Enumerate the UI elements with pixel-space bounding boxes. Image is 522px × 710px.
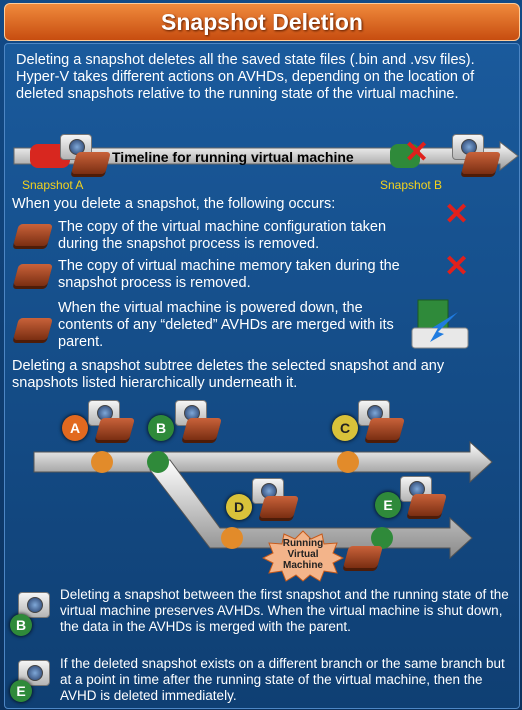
camera-icon bbox=[358, 400, 390, 426]
note-e-badge: E bbox=[10, 680, 32, 702]
snapshot-a-label: Snapshot A bbox=[22, 178, 84, 192]
snapshot-b-marker bbox=[390, 144, 420, 168]
tree-node-e-marker bbox=[371, 527, 393, 549]
page-title: Snapshot Deletion bbox=[161, 8, 363, 35]
title-banner: Snapshot Deletion bbox=[4, 3, 520, 41]
tree-node-a: A bbox=[62, 415, 88, 441]
subtree-text: Deleting a snapshot subtree deletes the … bbox=[12, 358, 445, 391]
disk-icon bbox=[343, 546, 383, 568]
disk-icon bbox=[71, 152, 111, 174]
disk-icon bbox=[365, 418, 405, 440]
tree-node-d-marker bbox=[221, 527, 243, 549]
camera-icon bbox=[18, 592, 50, 618]
tree-node-b: B bbox=[148, 415, 174, 441]
timeline-label: Timeline for running virtual machine bbox=[112, 149, 354, 165]
disk-icon bbox=[182, 418, 222, 440]
delete-x-icon: ✕ bbox=[404, 136, 430, 169]
tree-node-e: E bbox=[375, 492, 401, 518]
note-b-badge: B bbox=[10, 614, 32, 636]
disk-icon bbox=[13, 264, 53, 286]
snapshot-b-label: Snapshot B bbox=[380, 178, 443, 192]
disk-icon bbox=[95, 418, 135, 440]
tree-node-c-marker bbox=[337, 451, 359, 473]
tree-node-d: D bbox=[226, 494, 252, 520]
disk-icon bbox=[461, 152, 501, 174]
occurs-item: The copy of the virtual machine configur… bbox=[58, 219, 387, 252]
intro-text: Deleting a snapshot deletes all the save… bbox=[16, 52, 475, 102]
delete-x-icon: ✕ bbox=[444, 198, 470, 231]
note-b-text: Deleting a snapshot between the first sn… bbox=[60, 587, 509, 634]
timeline-diagram bbox=[13, 140, 519, 172]
disk-icon bbox=[259, 496, 299, 518]
occurs-item: The copy of virtual machine memory taken… bbox=[58, 258, 400, 291]
note-e-text: If the deleted snapshot exists on a diff… bbox=[60, 656, 505, 703]
running-vm-burst bbox=[262, 530, 344, 582]
disk-icon bbox=[13, 224, 53, 246]
merge-drive-icon bbox=[411, 299, 469, 349]
disk-icon bbox=[13, 318, 53, 340]
tree-node-b-marker bbox=[147, 451, 169, 473]
delete-x-icon: ✕ bbox=[444, 250, 470, 283]
disk-icon bbox=[407, 494, 447, 516]
tree-node-c: C bbox=[332, 415, 358, 441]
main-branch-arrow bbox=[33, 440, 493, 484]
snapshot-tree-diagram bbox=[33, 440, 493, 560]
camera-icon bbox=[18, 660, 50, 686]
occurs-heading: When you delete a snapshot, the followin… bbox=[12, 196, 336, 212]
running-vm-label: Running Virtual Machine bbox=[282, 538, 324, 571]
tree-node-a-marker bbox=[91, 451, 113, 473]
occurs-item: When the virtual machine is powered down… bbox=[58, 300, 394, 350]
